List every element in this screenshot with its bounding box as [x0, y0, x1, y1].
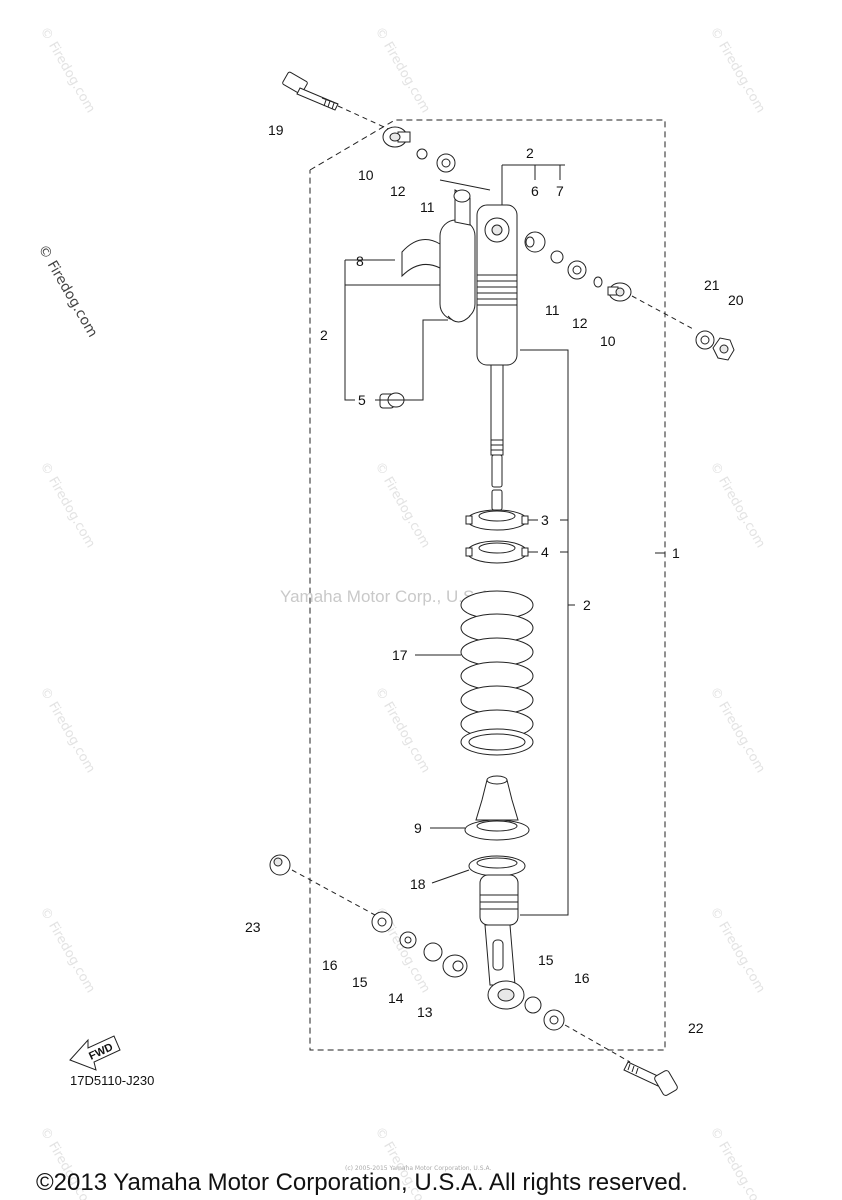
watermark-layer: © Firedog.com © Firedog.com © Firedog.co… [35, 25, 768, 1200]
callout-10: 10 [358, 167, 374, 183]
tiny-footer: (c) 2005-2015 Yamaha Motor Corporation, … [345, 1165, 491, 1172]
fwd-label: FWD [87, 1041, 115, 1062]
callout-2: 2 [583, 597, 591, 613]
callout-16: 16 [322, 957, 338, 973]
callout-16: 16 [574, 970, 590, 986]
watermark: © Firedog.com [37, 25, 98, 116]
callout-3: 3 [541, 512, 549, 528]
dash-line [631, 295, 696, 331]
assembly-boundary [309, 119, 666, 1051]
callout-17: 17 [392, 647, 408, 663]
part-4-lock-nut [465, 540, 529, 564]
callout-1: 1 [672, 545, 680, 561]
callout-13: 13 [417, 1004, 433, 1020]
part-19-bolt [282, 71, 396, 133]
callout-5: 5 [358, 392, 366, 408]
part-16-bushing-right [543, 1009, 565, 1031]
callout-2: 2 [320, 327, 328, 343]
leader-lines [344, 164, 665, 916]
callout-12: 12 [572, 315, 588, 331]
damper-body [476, 204, 518, 511]
part-13-bushing [442, 954, 468, 978]
damper-lower-body [479, 874, 525, 1010]
callout-20: 20 [728, 292, 744, 308]
callout-7: 7 [556, 183, 564, 199]
callout-4: 4 [541, 544, 549, 560]
fwd-arrow-icon: FWD [69, 1035, 121, 1071]
diagram-code: 17D5110-J230 [70, 1073, 154, 1088]
callout-14: 14 [388, 990, 404, 1006]
callout-9: 9 [414, 820, 422, 836]
part-16-bushing-left [371, 911, 393, 933]
part-17-spring [460, 590, 534, 756]
callout-11: 11 [420, 199, 435, 215]
watermark: © Firedog.com [372, 25, 433, 116]
reservoir [401, 189, 476, 323]
part-6-bushing [524, 231, 546, 253]
callout-6: 6 [531, 183, 539, 199]
callout-8: 8 [356, 253, 364, 269]
callout-11: 11 [545, 302, 560, 318]
callout-12: 12 [390, 183, 406, 199]
part-21-washer [695, 330, 715, 350]
callout-10: 10 [600, 333, 616, 349]
part-10-collar-lower [607, 282, 632, 302]
part-22-bolt [623, 1061, 678, 1096]
watermark: © Firedog.com [707, 685, 768, 776]
watermark: © Firedog.com [707, 25, 768, 116]
part-18-spring-seat [468, 855, 526, 877]
part-3-ring-nut [465, 509, 529, 531]
callout-23: 23 [245, 919, 261, 935]
dash-line [291, 869, 376, 916]
watermark: © Firedog.com [372, 460, 433, 551]
part-9-spring-guide [464, 775, 530, 841]
callout-19: 19 [268, 122, 284, 138]
watermark: © Firedog.com [707, 1125, 768, 1200]
part-10-collar-upper [382, 126, 411, 148]
callout-18: 18 [410, 876, 426, 892]
part-15-seal-left [399, 931, 417, 949]
part-12-circlip-lower [593, 276, 603, 288]
part-11-bushing-lower [567, 260, 587, 280]
watermark: © Firedog.com [37, 905, 98, 996]
callout-2: 2 [526, 145, 534, 161]
copyright-footer: ©2013 Yamaha Motor Corporation, U.S.A. A… [36, 1169, 688, 1196]
center-watermark: Yamaha Motor Corp., U.S.A. [280, 587, 495, 606]
watermark: © Firedog.com [372, 685, 433, 776]
callout-labels: 19 10 12 11 2 6 7 8 2 5 11 12 10 21 20 3… [245, 122, 744, 1036]
part-11-bushing-upper [436, 153, 456, 173]
callout-15: 15 [352, 974, 368, 990]
watermark: © Firedog.com [37, 685, 98, 776]
callout-22: 22 [688, 1020, 704, 1036]
watermark: © Firedog.com [37, 460, 98, 551]
part-23-cap [269, 854, 291, 876]
watermark-dark: © Firedog.com [35, 242, 101, 340]
part-20-nut [712, 337, 735, 361]
watermark: © Firedog.com [707, 905, 768, 996]
watermark: © Firedog.com [707, 460, 768, 551]
part-14-collar [423, 942, 443, 962]
callout-15: 15 [538, 952, 554, 968]
part-7-oil-seal [550, 250, 564, 264]
part-12-circlip-upper [416, 148, 428, 160]
dash-line [564, 1024, 631, 1063]
callout-21: 21 [704, 277, 720, 293]
part-15-seal-right [524, 996, 542, 1014]
